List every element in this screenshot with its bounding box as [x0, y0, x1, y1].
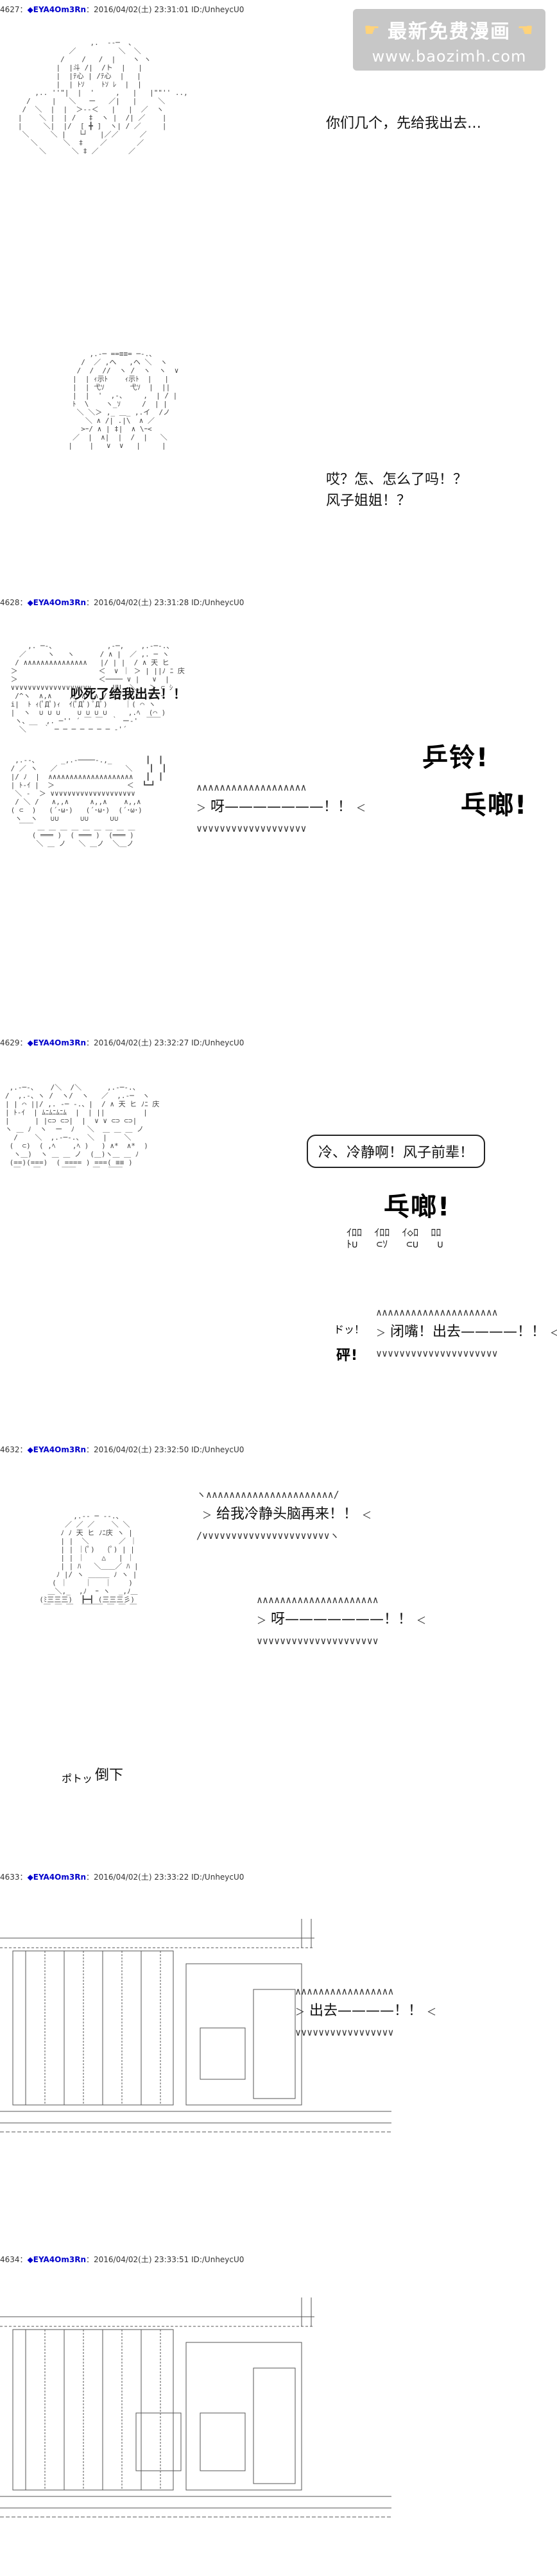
- sfx-text: 乓啷!: [384, 1192, 451, 1222]
- ascii-art-character: ,. --─ 、 ／ ＼ ＼ / / / | ヽ ヽ | |斗 /| /ト | …: [17, 39, 188, 155]
- post-meta: ：2016/04/02(土) 23:31:28 ID:/UnheycU0: [86, 598, 244, 607]
- post-separator: ：: [19, 598, 28, 607]
- post-number: 4634: [0, 2255, 20, 2264]
- sfx-text: ポトッ: [62, 1773, 93, 1785]
- ascii-art-crowd: ,. ─-、 ,-─, ,.-─-.、 ／ ヽ ヽ / ∧ | ／ ,. ─ ヽ…: [10, 642, 185, 734]
- post-number: 4632: [0, 1445, 20, 1454]
- watermark-title: 最新免费漫画: [388, 21, 511, 43]
- sfx-text: 砰!: [336, 1348, 359, 1364]
- ascii-art-building: [0, 1919, 391, 2133]
- post-number: 4629: [0, 1038, 20, 1047]
- shout-bubble: ∧∧∧∧∧∧∧∧∧∧∧∧∧∧∧∧∧∧∧∧∧ ＞ 呀———————！！ ＜ ∨∨∨…: [257, 1594, 427, 1647]
- sfx-text: 乓啷!: [461, 791, 528, 820]
- ascii-art-character: ,.-‐ ─ ‐-.、 ／ ／ ／ ＼ ＼ ﾉ ﾉ 天 ヒ ﾉﾆ庆 ヽ | | …: [39, 1512, 139, 1612]
- post-number: 4627: [0, 5, 20, 14]
- dialogue-line: 哎？怎、怎么了吗！？ 风子姐姐！？: [326, 472, 468, 509]
- cry-text: 呀———————！！: [271, 1611, 413, 1627]
- sfx-text: ドッ！: [334, 1323, 365, 1335]
- post-number: 4633: [0, 1873, 20, 1882]
- post-meta: ：2016/04/02(土) 23:32:27 ID:/UnheycU0: [86, 1038, 244, 1047]
- post-header-4633: 4633：◆EYA4Om3Rn：2016/04/02(土) 23:33:22 I…: [0, 1871, 244, 1882]
- post-separator: ：: [19, 1038, 28, 1047]
- post-separator: ：: [19, 1445, 28, 1454]
- poster-name[interactable]: ◆EYA4Om3Rn: [27, 2255, 87, 2264]
- poster-name[interactable]: ◆EYA4Om3Rn: [27, 1873, 87, 1882]
- pointing-hand-icon: ☛: [363, 19, 381, 40]
- post-header-4628: 4628：◆EYA4Om3Rn：2016/04/02(土) 23:31:28 I…: [0, 597, 244, 608]
- ascii-art-character: ,.-─ ==≡≡= ─-.、 / ／ ,ヘ ,ヘ ＼ ヽ / / // ヽ /…: [68, 350, 179, 450]
- poster-name[interactable]: ◆EYA4Om3Rn: [27, 5, 87, 14]
- watermark-url: www.baozimh.com: [372, 47, 527, 65]
- ascii-crowd-faces: ｲﾛﾛ ｲﾛﾛ ｲ◇ﾛ ﾛﾛ ﾄ∪ ⊂ｿ ⊂∪ ∪: [347, 1226, 443, 1250]
- cry-text: 呀———————！！: [210, 798, 352, 815]
- ascii-art-crowd: ,.-‐､ _,.-────-.,_ ┃ ┃ / ／ ヽ ／ ＼ ┃ ┃ |/ …: [10, 756, 167, 848]
- sfx-text: 乒铃!: [422, 743, 490, 773]
- post-separator: ：: [19, 1873, 28, 1882]
- post-number: 4628: [0, 598, 20, 607]
- post-meta: ：2016/04/02(土) 23:31:01 ID:/UnheycU0: [86, 5, 244, 14]
- post-header-4627: 4627：◆EYA4Om3Rn：2016/04/02(土) 23:31:01 I…: [0, 4, 244, 15]
- post-header-4629: 4629：◆EYA4Om3Rn：2016/04/02(土) 23:32:27 I…: [0, 1037, 244, 1048]
- narration-line: 倒下: [95, 1767, 124, 1783]
- shout-text: 给我冷静头脑再来！！: [216, 1506, 358, 1522]
- shout-line: 吵死了给我出去！！: [71, 686, 186, 701]
- shout-text: 出去————！！: [309, 2002, 423, 2019]
- ascii-art-building: [0, 2297, 391, 2518]
- poster-name[interactable]: ◆EYA4Om3Rn: [27, 1038, 87, 1047]
- shout-bubble: ∧∧∧∧∧∧∧∧∧∧∧∧∧∧∧∧∧ ＞ 出去————！！ ＜ ∨∨∨∨∨∨∨∨∨…: [295, 1986, 437, 2038]
- dialogue-line: 你们几个，先给我出去…: [326, 116, 482, 132]
- post-header-4634: 4634：◆EYA4Om3Rn：2016/04/02(土) 23:33:51 I…: [0, 2254, 244, 2265]
- watermark-banner: ☛ 最新免费漫画 ☚ www.baozimh.com: [353, 9, 545, 71]
- pointing-hand-icon: ☚: [517, 19, 535, 40]
- post-separator: ：: [19, 2255, 28, 2264]
- post-separator: ：: [19, 5, 28, 14]
- post-meta: ：2016/04/02(土) 23:33:22 ID:/UnheycU0: [86, 1873, 244, 1882]
- shout-bubble: ∧∧∧∧∧∧∧∧∧∧∧∧∧∧∧∧∧∧∧ ＞ 呀———————！！ ＜ ∨∨∨∨∨…: [196, 782, 366, 834]
- post-meta: ：2016/04/02(土) 23:33:51 ID:/UnheycU0: [86, 2255, 244, 2264]
- shout-bubble: ∧∧∧∧∧∧∧∧∧∧∧∧∧∧∧∧∧∧∧∧∧ ＞ 闭嘴！出去————！！ ＜ ∨∨…: [376, 1307, 557, 1359]
- shout-text: 闭嘴！出去————！！: [390, 1323, 546, 1340]
- post-meta: ：2016/04/02(土) 23:32:50 ID:/UnheycU0: [86, 1445, 244, 1454]
- shout-bubble: ヽ∧∧∧∧∧∧∧∧∧∧∧∧∧∧∧∧∧∧∧∧∧∧/ ＞ 给我冷静头脑再来！！ ＜ …: [196, 1489, 372, 1541]
- post-header-4632: 4632：◆EYA4Om3Rn：2016/04/02(土) 23:32:50 I…: [0, 1444, 244, 1455]
- poster-name[interactable]: ◆EYA4Om3Rn: [27, 1445, 87, 1454]
- ascii-art-crowd: ,.-─-、 /＼ /＼ ,.-─-.、 / ,.-、ヽ / ヽ/ ヽ ／ ,.…: [5, 1083, 160, 1175]
- speech-bubble: 冷、冷静啊！风子前辈！: [307, 1135, 486, 1168]
- poster-name[interactable]: ◆EYA4Om3Rn: [27, 598, 87, 607]
